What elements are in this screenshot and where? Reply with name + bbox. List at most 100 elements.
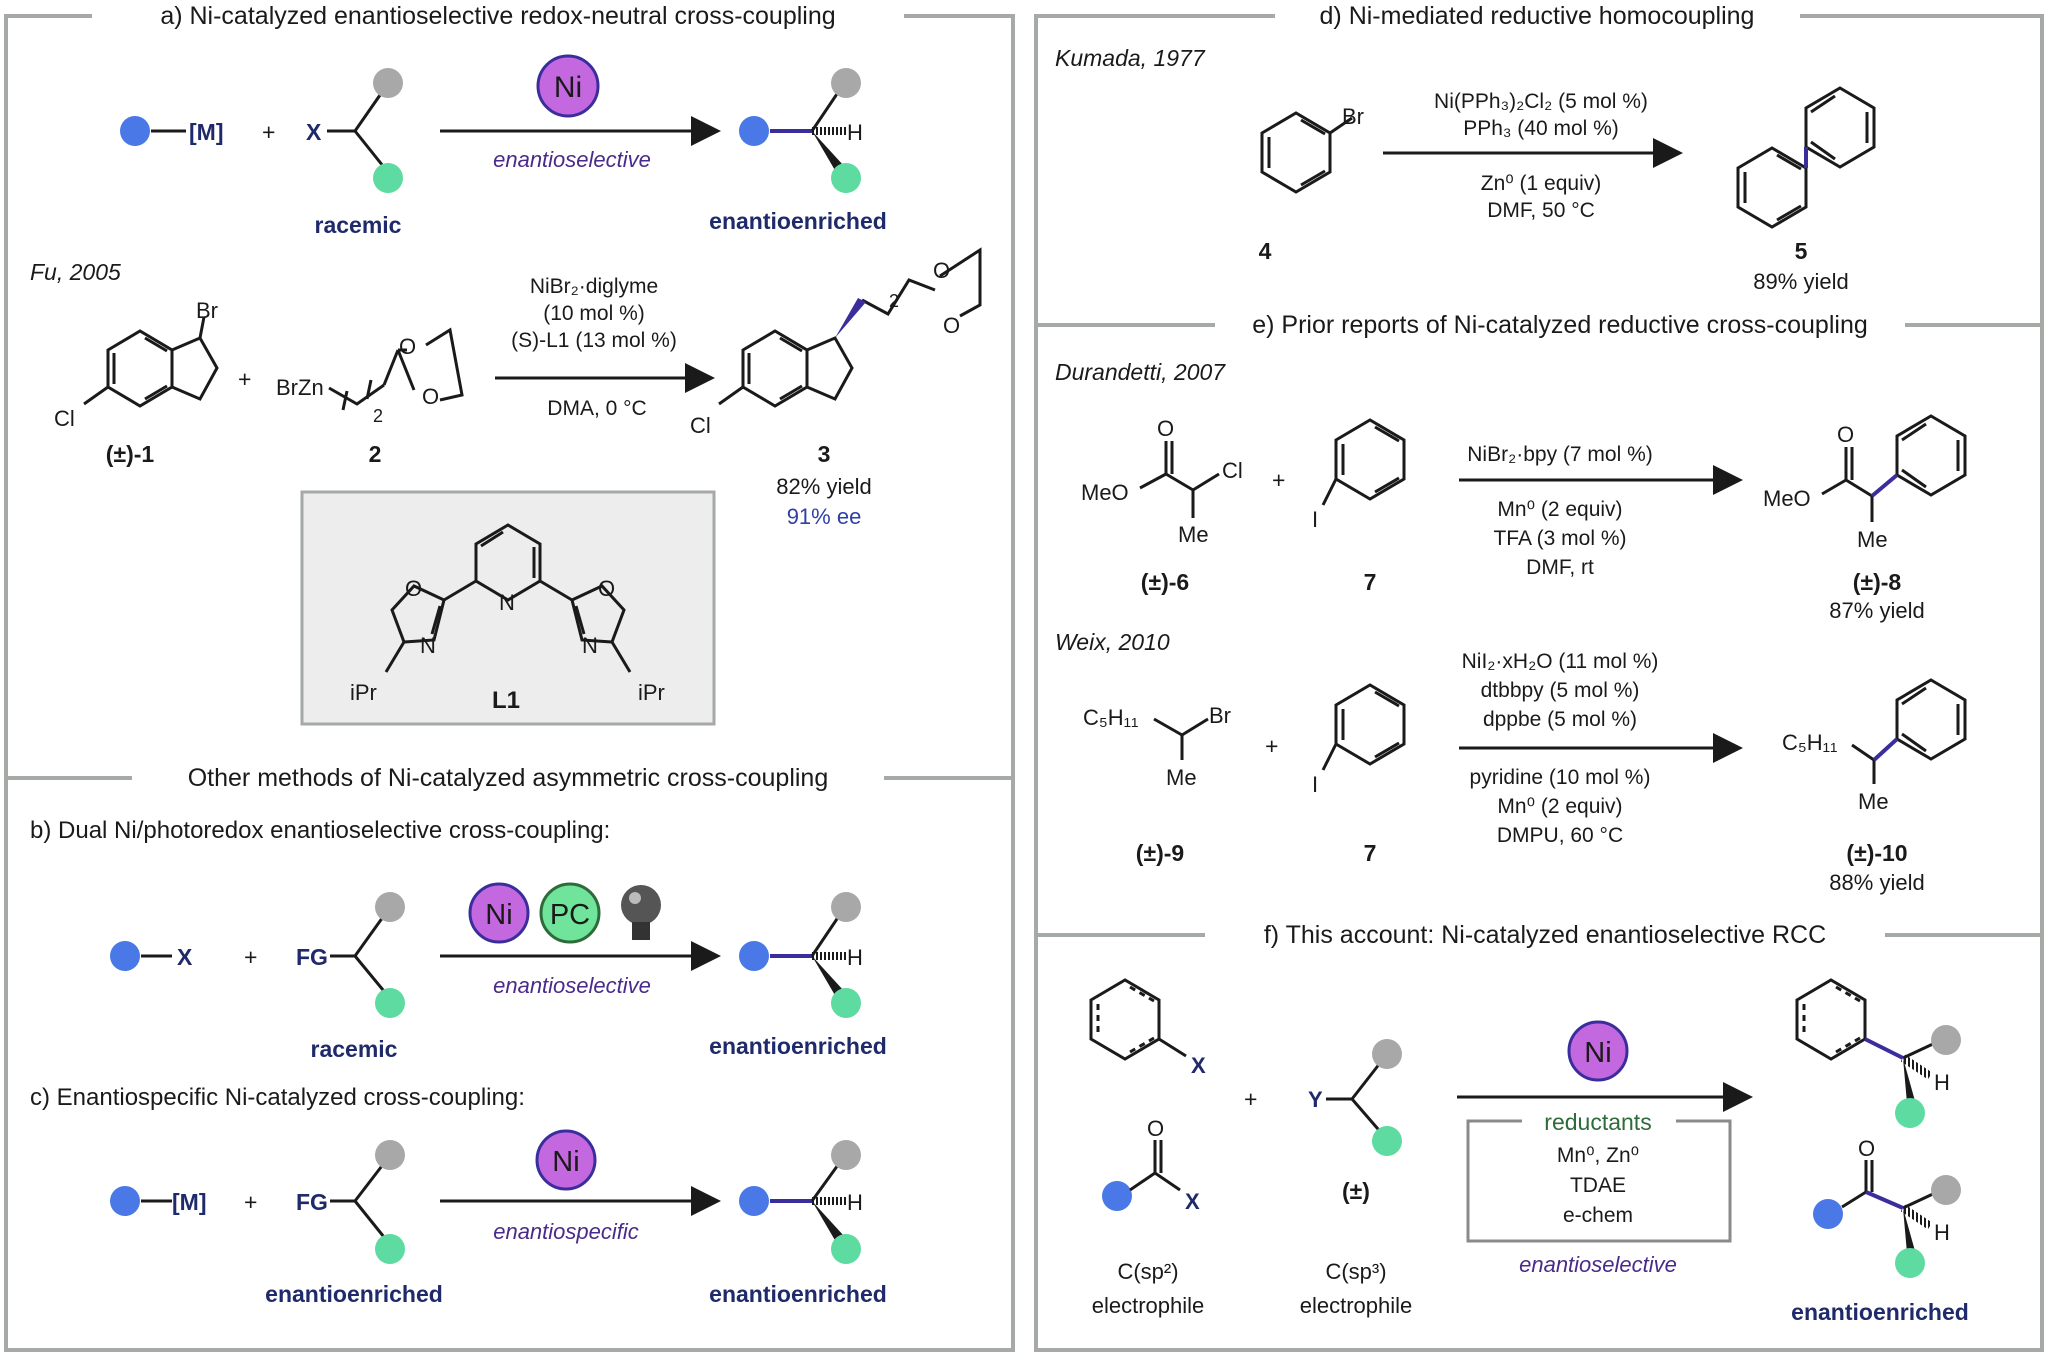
svg-text:dppbe (5 mol %): dppbe (5 mol %) bbox=[1483, 708, 1637, 731]
svg-text:electrophile: electrophile bbox=[1300, 1293, 1413, 1318]
svg-text:O: O bbox=[598, 576, 615, 601]
ni-catalyst-icon: Ni bbox=[468, 882, 530, 944]
svg-text:Ni: Ni bbox=[1584, 1037, 1611, 1069]
svg-text:electrophile: electrophile bbox=[1092, 1293, 1205, 1318]
svg-text:Br: Br bbox=[1342, 104, 1364, 129]
svg-text:BrZn: BrZn bbox=[276, 375, 324, 400]
svg-text:O: O bbox=[943, 313, 960, 338]
kumada-citation: Kumada, 1977 bbox=[1055, 45, 1206, 71]
svg-text:Cl: Cl bbox=[54, 406, 75, 431]
svg-text:enantioselective: enantioselective bbox=[493, 973, 651, 998]
svg-text:Weix, 2010: Weix, 2010 bbox=[1055, 629, 1170, 655]
ni-catalyst-icon: Ni bbox=[536, 54, 600, 118]
svg-text:dtbbpy (5 mol %): dtbbpy (5 mol %) bbox=[1481, 679, 1640, 702]
svg-text:e-chem: e-chem bbox=[1563, 1204, 1633, 1227]
panel-e-durandetti: Durandetti, 2007 O MeO Cl Me (±)-6 + I 7… bbox=[1055, 359, 1967, 623]
svg-text:Mn⁰, Zn⁰: Mn⁰, Zn⁰ bbox=[1557, 1144, 1639, 1167]
svg-text:Me: Me bbox=[1858, 789, 1889, 814]
svg-text:FG: FG bbox=[296, 944, 328, 970]
ni-catalyst-icon: Ni bbox=[1567, 1020, 1629, 1082]
svg-text:enantioenriched: enantioenriched bbox=[709, 1033, 887, 1059]
panel-b-title: b) Dual Ni/photoredox enantioselective c… bbox=[30, 817, 610, 844]
svg-text:H: H bbox=[847, 945, 863, 970]
panel-a-title: a) Ni-catalyzed enantioselective redox-n… bbox=[160, 2, 835, 30]
svg-text:+: + bbox=[244, 1189, 257, 1215]
panel-d: Kumada, 1977 Br 4 Ni(PPh₃)₂Cl₂ (5 mol %)… bbox=[1055, 45, 1876, 294]
svg-text:N: N bbox=[499, 590, 515, 615]
svg-text:O: O bbox=[933, 258, 950, 283]
svg-text:X: X bbox=[1185, 1189, 1200, 1214]
svg-text:(±)-6: (±)-6 bbox=[1141, 569, 1189, 595]
svg-text:iPr: iPr bbox=[638, 680, 665, 705]
alkyl-gray-dot bbox=[373, 68, 403, 98]
svg-text:87% yield: 87% yield bbox=[1829, 598, 1924, 623]
plus-sign: + bbox=[262, 119, 275, 145]
svg-text:racemic: racemic bbox=[311, 1036, 398, 1062]
svg-text:Zn⁰ (1 equiv): Zn⁰ (1 equiv) bbox=[1481, 172, 1601, 195]
reagent-2-structure bbox=[328, 327, 464, 411]
svg-text:PPh₃ (40 mol %): PPh₃ (40 mol %) bbox=[1463, 117, 1619, 140]
svg-text:(±)-9: (±)-9 bbox=[1136, 840, 1184, 866]
fu-example: Fu, 2005 Br Cl (±)-1 + BrZn O O 2 2 bbox=[30, 247, 982, 726]
svg-text:O: O bbox=[1147, 1116, 1164, 1141]
svg-text:Y: Y bbox=[1308, 1087, 1323, 1112]
svg-text:C(sp³): C(sp³) bbox=[1325, 1259, 1386, 1284]
ligand-box bbox=[300, 490, 716, 726]
photocatalyst-icon: PC bbox=[539, 882, 601, 944]
svg-text:NiBr₂·bpy (7 mol %): NiBr₂·bpy (7 mol %) bbox=[1467, 443, 1653, 466]
svg-text:7: 7 bbox=[1364, 840, 1377, 866]
svg-text:H: H bbox=[1934, 1070, 1950, 1095]
svg-text:O: O bbox=[405, 576, 422, 601]
aryl-blue-dot bbox=[120, 116, 150, 146]
svg-text:iPr: iPr bbox=[350, 680, 377, 705]
svg-text:FG: FG bbox=[296, 1189, 328, 1215]
svg-text:H: H bbox=[847, 1190, 863, 1215]
svg-text:enantioselective: enantioselective bbox=[1519, 1252, 1677, 1277]
svg-text:Ni: Ni bbox=[552, 1146, 579, 1178]
indane-1-structure bbox=[83, 316, 219, 408]
svg-text:C₅H₁₁: C₅H₁₁ bbox=[1083, 705, 1138, 730]
svg-text:+: + bbox=[238, 366, 251, 392]
compound-3-label: 3 bbox=[818, 441, 831, 467]
product-3-structure bbox=[718, 247, 982, 408]
svg-text:C₅H₁₁: C₅H₁₁ bbox=[1782, 730, 1837, 755]
bromobenzene-structure bbox=[1260, 111, 1353, 194]
svg-text:N: N bbox=[582, 633, 598, 658]
svg-text:pyridine (10 mol %): pyridine (10 mol %) bbox=[1470, 766, 1651, 789]
svg-text:Br: Br bbox=[1209, 703, 1231, 728]
svg-text:+: + bbox=[1244, 1086, 1257, 1112]
svg-text:O: O bbox=[1157, 416, 1174, 441]
svg-text:DMA, 0 °C: DMA, 0 °C bbox=[547, 397, 646, 420]
svg-text:enantioenriched: enantioenriched bbox=[709, 1281, 887, 1307]
svg-text:O: O bbox=[422, 384, 439, 409]
panel-f-title: f) This account: Ni-catalyzed enantiosel… bbox=[1264, 921, 1826, 949]
svg-text:Ni(PPh₃)₂Cl₂ (5 mol %): Ni(PPh₃)₂Cl₂ (5 mol %) bbox=[1434, 90, 1648, 113]
ni-catalyst-icon: Ni bbox=[535, 1129, 597, 1191]
other-methods-title: Other methods of Ni-catalyzed asymmetric… bbox=[188, 764, 829, 792]
svg-text:DMF, 50 °C: DMF, 50 °C bbox=[1487, 199, 1595, 222]
svg-text:enantioenriched: enantioenriched bbox=[1791, 1299, 1969, 1325]
svg-text:+: + bbox=[1272, 467, 1285, 493]
panel-f: X O X C(sp²) electrophile + Y (±) C(sp³)… bbox=[1089, 978, 1969, 1325]
svg-text:TDAE: TDAE bbox=[1570, 1174, 1626, 1197]
ligand-l1-label: L1 bbox=[492, 687, 520, 714]
svg-text:DMF, rt: DMF, rt bbox=[1526, 556, 1594, 579]
title-backgrounds bbox=[92, 0, 1905, 951]
panel-b: b) Dual Ni/photoredox enantioselective c… bbox=[30, 817, 887, 1062]
svg-text:C(sp²): C(sp²) bbox=[1117, 1259, 1178, 1284]
compound-6-structure bbox=[1139, 441, 1220, 518]
leaving-group-label: X bbox=[306, 119, 322, 145]
compound-8-structure bbox=[1821, 414, 1967, 522]
svg-text:H: H bbox=[1934, 1220, 1950, 1245]
svg-text:Durandetti, 2007: Durandetti, 2007 bbox=[1055, 359, 1226, 385]
alkyl-green-dot bbox=[373, 163, 403, 193]
svg-text:O: O bbox=[1837, 422, 1854, 447]
panel-c: c) Enantiospecific Ni-catalyzed cross-co… bbox=[30, 1084, 887, 1307]
svg-text:2: 2 bbox=[373, 406, 383, 426]
svg-text:I: I bbox=[1312, 507, 1318, 532]
svg-text:Cl: Cl bbox=[1222, 458, 1243, 483]
svg-text:I: I bbox=[1312, 772, 1318, 797]
svg-text:Mn⁰ (2 equiv): Mn⁰ (2 equiv) bbox=[1497, 498, 1622, 521]
svg-text:(10 mol %): (10 mol %) bbox=[543, 302, 645, 325]
fu-yield: 82% yield bbox=[776, 474, 871, 499]
